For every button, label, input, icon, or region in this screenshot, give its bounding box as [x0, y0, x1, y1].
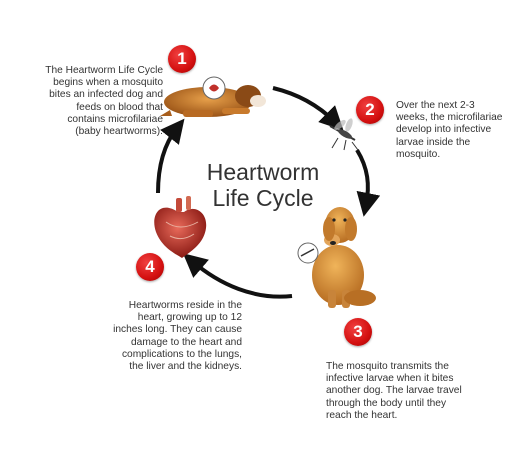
heart-icon	[154, 196, 207, 258]
step-4-badge: 4	[136, 253, 164, 281]
arrow-4-to-1	[156, 118, 185, 194]
diagram-title: Heartworm Life Cycle	[206, 159, 320, 211]
sitting-dog-icon	[297, 207, 376, 308]
step-4-description: Heartworms reside in the heart, growing …	[113, 300, 242, 373]
arrow-1-to-2	[272, 86, 344, 131]
lying-dog-icon	[160, 76, 266, 117]
mosquito-icon	[329, 118, 359, 151]
step-2-badge: 2	[356, 96, 384, 124]
step-2-description: Over the next 2-3 weeks, the microfilari…	[396, 100, 503, 160]
arrow-3-to-4	[182, 253, 293, 299]
arrow-2-to-3	[355, 148, 381, 217]
step-1-badge: 1	[168, 45, 196, 73]
step-3-description: The mosquito transmits the infective lar…	[326, 361, 462, 421]
step-1-description: The Heartworm Life Cycle begins when a m…	[45, 65, 163, 138]
step-3-badge: 3	[344, 318, 372, 346]
